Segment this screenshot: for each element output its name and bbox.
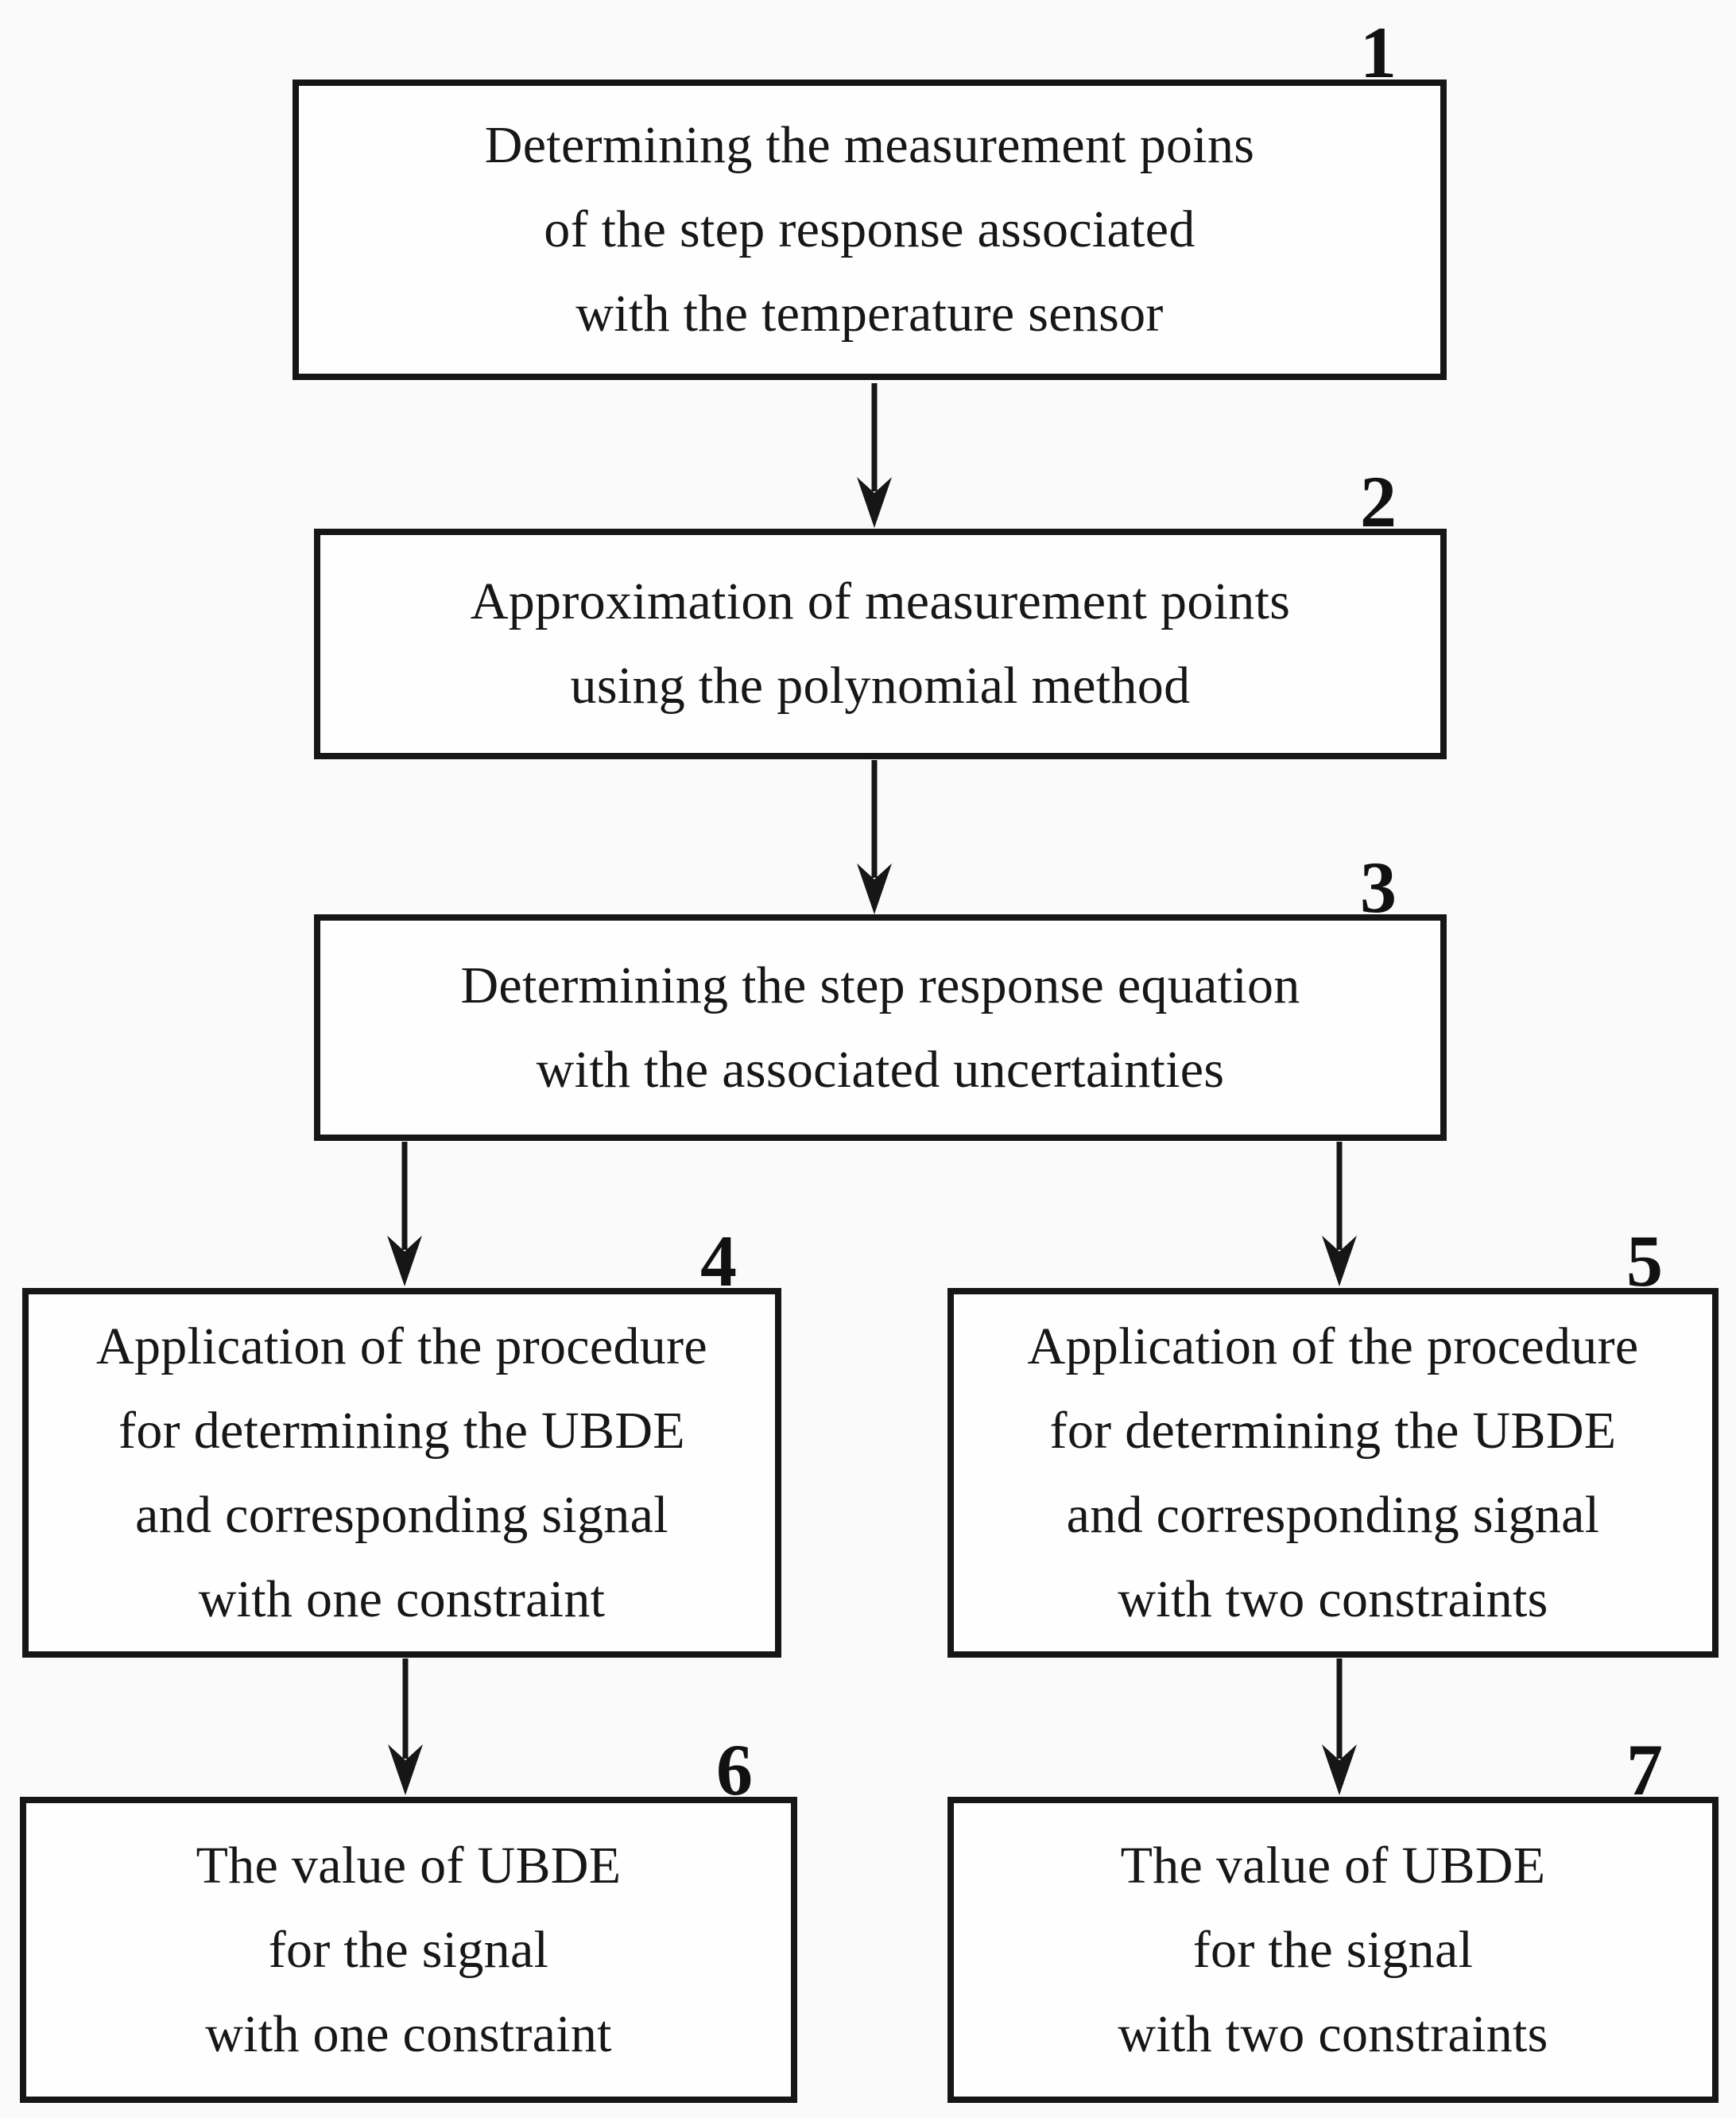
flow-node-2: 2 Approximation of measurement points us… <box>314 465 1447 759</box>
flow-node-6: 6 The value of UBDE for the signal with … <box>20 1733 797 2103</box>
arrow-1-to-2 <box>857 383 892 528</box>
node-7-text: The value of UBDE for the signal with tw… <box>1118 1836 1548 2063</box>
node-4-number: 4 <box>700 1220 737 1301</box>
node-6-number: 6 <box>716 1729 753 1810</box>
node-6-text: The value of UBDE for the signal with on… <box>196 1836 622 2063</box>
flow-node-7: 7 The value of UBDE for the signal with … <box>947 1733 1719 2103</box>
node-1-text: Determining the measurement poins of the… <box>484 116 1255 343</box>
flow-node-4: 4 Application of the procedure for deter… <box>22 1224 781 1658</box>
arrow-2-to-3 <box>857 760 892 914</box>
flow-node-5: 5 Application of the procedure for deter… <box>947 1224 1719 1658</box>
node-3-text: Determining the step response equation w… <box>460 956 1300 1099</box>
node-5-number: 5 <box>1626 1220 1663 1301</box>
arrow-5-to-7 <box>1322 1658 1357 1795</box>
arrow-4-to-6 <box>388 1658 423 1795</box>
arrow-3-to-5 <box>1322 1142 1357 1286</box>
node-2-text: Approximation of measurement points usin… <box>470 572 1291 715</box>
node-1-number: 1 <box>1360 12 1397 93</box>
flow-node-3: 3 Determining the step response equation… <box>314 851 1447 1141</box>
node-5-text: Application of the procedure for determi… <box>1027 1317 1639 1628</box>
node-7-number: 7 <box>1626 1729 1663 1810</box>
node-4-text: Application of the procedure for determi… <box>96 1317 707 1628</box>
node-2-number: 2 <box>1360 461 1397 542</box>
flow-node-1: 1 Determining the measurement poins of t… <box>293 16 1447 380</box>
node-3-number: 3 <box>1360 847 1397 928</box>
arrow-3-to-4 <box>387 1142 422 1286</box>
